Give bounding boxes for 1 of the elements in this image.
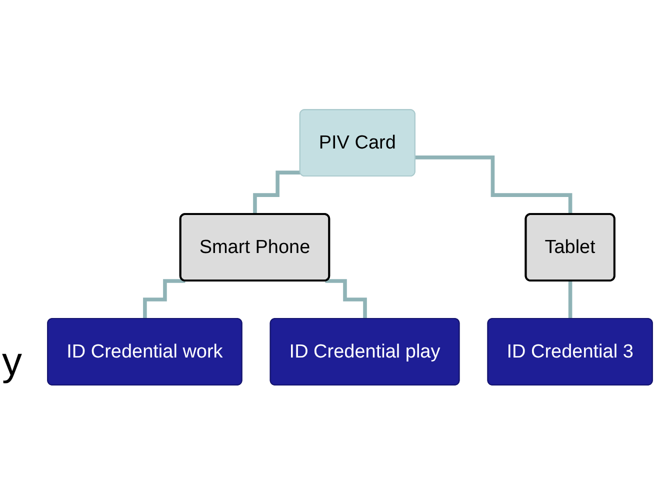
partial-text: y bbox=[2, 340, 22, 385]
